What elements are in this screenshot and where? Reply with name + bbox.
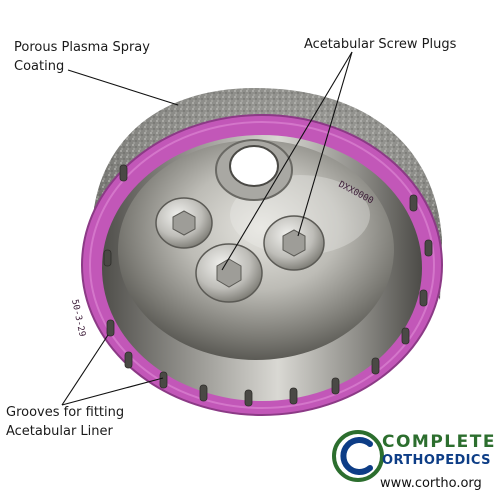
annotation-lines bbox=[61, 51, 353, 406]
label-screw-plugs: Acetabular Screw Plugs bbox=[304, 35, 456, 54]
liner-grooves bbox=[103, 164, 433, 407]
label-porous-coating-line2: Coating bbox=[14, 59, 65, 74]
label-screw-plugs-line1: Acetabular Screw Plugs bbox=[304, 37, 457, 52]
leader-coating bbox=[67, 69, 179, 106]
brand-name-complete: COMPLETE bbox=[382, 432, 496, 452]
label-grooves-line1: Grooves for fitting bbox=[6, 405, 125, 420]
brand-url: www.cortho.org bbox=[380, 476, 482, 491]
label-porous-coating-line1: Porous Plasma Spray bbox=[14, 40, 150, 55]
label-porous-coating: Porous Plasma Spray Coating bbox=[14, 38, 150, 76]
leader-plugs-left bbox=[221, 51, 353, 271]
leader-plugs-right bbox=[297, 51, 353, 237]
label-grooves-line2: Acetabular Liner bbox=[6, 424, 113, 439]
screw-plug-right bbox=[263, 215, 325, 271]
brand-logo: COMPLETE ORTHOPEDICS www.cortho.org bbox=[330, 426, 496, 496]
leader-grooves-lower bbox=[61, 377, 164, 406]
circle-c-logo-icon bbox=[332, 430, 384, 482]
label-grooves: Grooves for fitting Acetabular Liner bbox=[6, 403, 124, 441]
screw-plug-center bbox=[195, 243, 263, 303]
brand-name-orthopedics: ORTHOPEDICS bbox=[382, 453, 491, 468]
screw-plug-left bbox=[155, 197, 213, 249]
rim-engraving-left: 50-3-29 bbox=[69, 299, 87, 338]
apex-hole bbox=[215, 139, 293, 201]
leader-grooves-upper bbox=[61, 334, 109, 406]
